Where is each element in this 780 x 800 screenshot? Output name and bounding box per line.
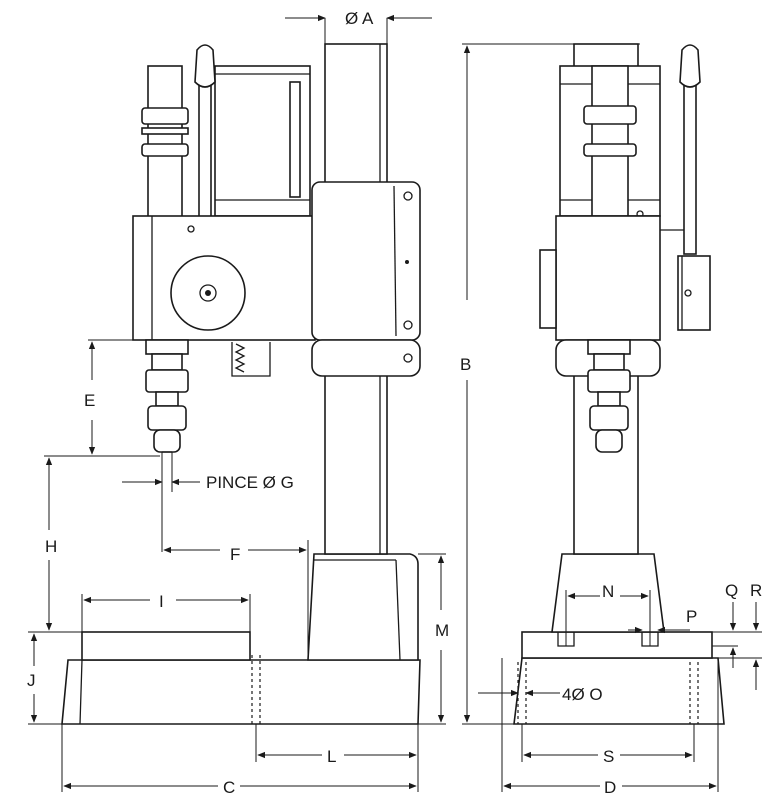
label-b: B — [460, 355, 471, 374]
dimension-i: I — [81, 592, 251, 632]
front-lever — [660, 44, 701, 255]
side-rack — [231, 342, 271, 377]
dimension-f: F — [161, 492, 309, 660]
label-i: I — [159, 592, 164, 611]
label-j: J — [27, 671, 36, 690]
side-head — [132, 215, 316, 341]
front-cylinder — [559, 65, 661, 218]
label-d: D — [604, 778, 616, 797]
dimension-b: B — [460, 43, 640, 725]
label-f: F — [230, 545, 240, 564]
side-base — [61, 631, 421, 725]
dimension-d: D — [501, 658, 719, 797]
dimension-l: L — [255, 724, 419, 766]
label-r: R — [750, 581, 762, 600]
front-view — [513, 43, 725, 725]
label-s: S — [603, 747, 614, 766]
dimension-dia-a: Ø A — [285, 9, 432, 44]
front-base — [513, 631, 725, 725]
label-e: E — [84, 391, 95, 410]
dimension-holes: 4Ø O — [478, 685, 603, 704]
side-carriage — [311, 181, 421, 377]
dimension-j: J — [27, 631, 82, 725]
dimension-g: PINCE Ø G — [122, 452, 294, 492]
dimension-s: S — [521, 724, 695, 766]
label-pince: PINCE Ø G — [206, 473, 294, 492]
label-l: L — [327, 747, 336, 766]
side-spindle — [145, 339, 189, 453]
dimension-q: Q — [712, 581, 738, 668]
dimension-r: R — [712, 581, 762, 690]
dimension-p: P — [628, 607, 697, 634]
label-q: Q — [725, 581, 738, 600]
dimension-e: E — [84, 339, 160, 457]
dimension-h: H — [44, 455, 88, 633]
label-holes: 4Ø O — [562, 685, 603, 704]
dimension-c: C — [61, 724, 419, 797]
front-spindle — [587, 339, 631, 453]
label-n: N — [602, 582, 614, 601]
label-c: C — [223, 778, 235, 797]
side-cylinder — [141, 65, 311, 219]
label-h: H — [45, 537, 57, 556]
front-head — [539, 215, 711, 377]
dimension-m: M — [418, 553, 449, 725]
label-m: M — [435, 621, 449, 640]
label-dia-a: Ø A — [345, 9, 374, 28]
label-p: P — [686, 607, 697, 626]
dimension-n: N — [565, 582, 651, 646]
side-column-foot — [307, 553, 419, 661]
side-view — [61, 43, 421, 725]
